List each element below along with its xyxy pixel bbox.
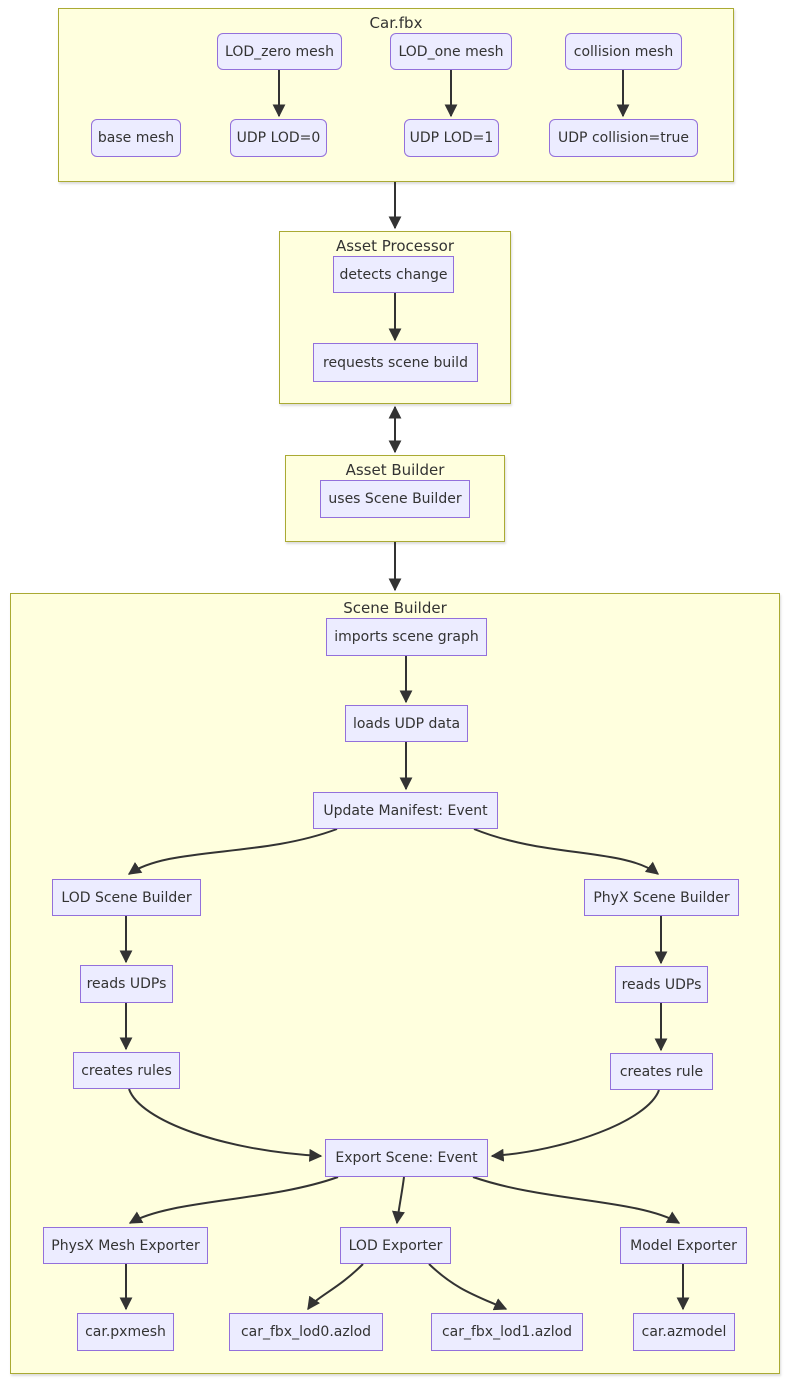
node-uses-scene-builder: uses Scene Builder [320,480,470,518]
node-lod-scene-builder: LOD Scene Builder [52,879,201,916]
node-udp-collision-true: UDP collision=true [549,119,698,157]
node-detects-change: detects change [333,256,454,293]
node-creates-rule: creates rule [610,1053,713,1090]
node-udp-lod0: UDP LOD=0 [230,119,327,157]
node-car-fbx-lod1-azlod: car_fbx_lod1.azlod [431,1313,583,1351]
node-reads-udps-lod: reads UDPs [80,965,173,1003]
node-loads-udp-data: loads UDP data [345,705,468,742]
node-lod-zero-mesh: LOD_zero mesh [217,33,342,70]
node-physx-mesh-exporter: PhysX Mesh Exporter [43,1227,208,1264]
node-model-exporter: Model Exporter [620,1227,747,1264]
cluster-scene-builder-title: Scene Builder [343,599,447,617]
node-imports-scene-graph: imports scene graph [326,618,487,656]
node-car-pxmesh: car.pxmesh [77,1313,174,1351]
node-export-scene-event: Export Scene: Event [325,1139,488,1177]
node-base-mesh: base mesh [91,119,181,157]
node-phyx-scene-builder: PhyX Scene Builder [584,879,739,916]
node-car-fbx-lod0-azlod: car_fbx_lod0.azlod [229,1313,383,1351]
node-creates-rules: creates rules [73,1052,180,1089]
cluster-asset-processor-title: Asset Processor [335,237,454,255]
node-car-azmodel: car.azmodel [633,1313,735,1351]
cluster-asset-builder-title: Asset Builder [345,461,445,479]
node-collision-mesh: collision mesh [565,33,682,70]
node-reads-udps-phyx: reads UDPs [615,966,708,1003]
node-requests-scene-build: requests scene build [313,343,478,382]
cluster-car-fbx-title: Car.fbx [369,14,423,32]
node-udp-lod1: UDP LOD=1 [404,119,499,157]
node-update-manifest-event: Update Manifest: Event [313,792,498,829]
node-lod-exporter: LOD Exporter [340,1227,451,1264]
node-lod-one-mesh: LOD_one mesh [390,33,512,70]
